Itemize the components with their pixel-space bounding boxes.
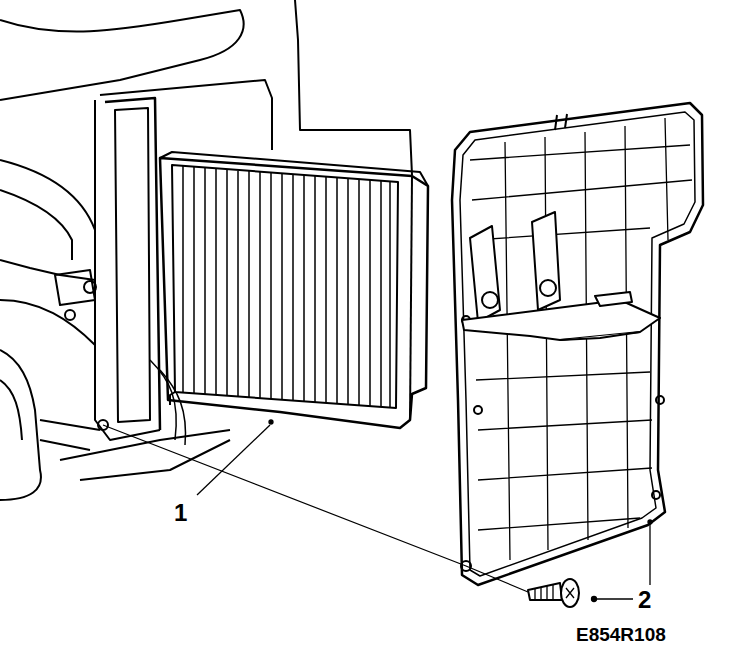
leader-lines [197, 420, 652, 602]
screw [103, 425, 579, 607]
figure-code: E854R108 [574, 624, 668, 645]
filter-cover [452, 103, 703, 585]
cabin-filter [160, 152, 428, 428]
bracket [462, 212, 660, 340]
housing [0, 0, 412, 500]
callout-number: 1 [172, 500, 189, 526]
callout-number: 2 [636, 587, 653, 613]
